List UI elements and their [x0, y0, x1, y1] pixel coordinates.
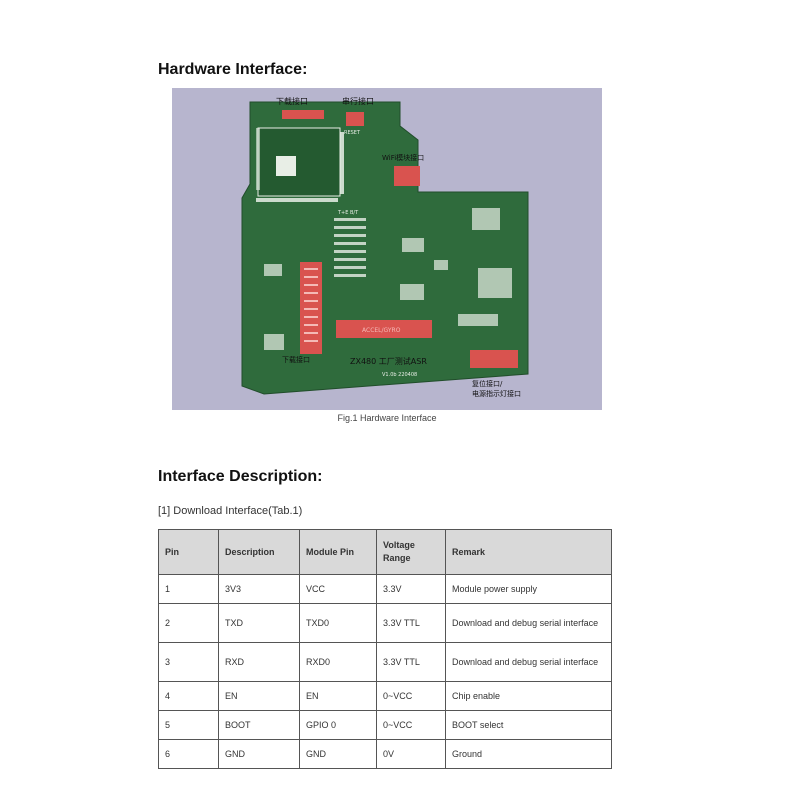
label-download-port: 下载接口: [276, 96, 308, 106]
cell-remark: Ground: [445, 739, 612, 769]
module-chip: [276, 156, 296, 176]
bottom-right-connector: [470, 350, 518, 368]
pin-header-grid: [334, 218, 366, 277]
download-interface-table: Pin Description Module Pin Voltage Range…: [158, 529, 612, 769]
cell-voltage: 0~VCC: [376, 681, 446, 711]
figure-caption: Fig.1 Hardware Interface: [337, 413, 437, 423]
cell-voltage: 3.3V: [376, 574, 446, 604]
label-board-name: ZX480 工厂测试ASR: [350, 356, 427, 366]
cell-voltage: 3.3V TTL: [376, 603, 446, 643]
cell-pin: 5: [158, 710, 219, 740]
cell-voltage: 0~VCC: [376, 710, 446, 740]
cell-pin: 3: [158, 642, 219, 682]
table-row: 6 GND GND 0V Ground: [158, 739, 612, 769]
horizontal-connector: [336, 320, 432, 338]
header-remark: Remark: [445, 529, 612, 575]
cell-pin: 2: [158, 603, 219, 643]
cell-description: GND: [218, 739, 300, 769]
cell-remark: Download and debug serial interface: [445, 642, 612, 682]
table-row: 5 BOOT GPIO 0 0~VCC BOOT select: [158, 710, 612, 740]
header-description: Description: [218, 529, 300, 575]
cell-voltage: 0V: [376, 739, 446, 769]
table-row: 2 TXD TXD0 3.3V TTL Download and debug s…: [158, 603, 612, 643]
cell-module-pin: EN: [299, 681, 377, 711]
header-voltage-range: Voltage Range: [376, 529, 446, 575]
table-title: [1] Download Interface(Tab.1): [158, 505, 303, 517]
cell-remark: Chip enable: [445, 681, 612, 711]
label-reset: RESET: [344, 130, 361, 136]
cell-remark: Module power supply: [445, 574, 612, 604]
cell-module-pin: RXD0: [299, 642, 377, 682]
header-pin: Pin: [158, 529, 219, 575]
label-connector: ACCEL/GYRO: [362, 327, 401, 334]
cell-module-pin: VCC: [299, 574, 377, 604]
wifi-connector: [394, 166, 420, 186]
cell-remark: BOOT select: [445, 710, 612, 740]
section-heading-hardware: Hardware Interface:: [158, 61, 308, 78]
header-module-pin: Module Pin: [299, 529, 377, 575]
cell-description: BOOT: [218, 710, 300, 740]
pcb-board-image: 下载接口 串行接口 RESET WiFi模块接口 T+E B/T ACCEL/G…: [241, 96, 529, 398]
label-left-port: 下载接口: [282, 355, 310, 364]
table-row: 4 EN EN 0~VCC Chip enable: [158, 681, 612, 711]
cell-pin: 6: [158, 739, 219, 769]
table-row: 3 RXD RXD0 3.3V TTL Download and debug s…: [158, 642, 612, 682]
cell-description: RXD: [218, 642, 300, 682]
cell-description: 3V3: [218, 574, 300, 604]
cell-module-pin: TXD0: [299, 603, 377, 643]
cell-pin: 4: [158, 681, 219, 711]
cell-module-pin: GPIO 0: [299, 710, 377, 740]
cell-remark: Download and debug serial interface: [445, 603, 612, 643]
wifi-module: [257, 127, 341, 197]
smd-components: [264, 208, 512, 350]
reset-button: [346, 112, 364, 126]
label-serial-port: 串行接口: [342, 96, 374, 106]
label-header: T+E B/T: [337, 210, 359, 216]
cell-description: EN: [218, 681, 300, 711]
hardware-interface-figure: 下载接口 串行接口 RESET WiFi模块接口 T+E B/T ACCEL/G…: [172, 88, 602, 410]
module-pads: [256, 128, 344, 202]
cell-module-pin: GND: [299, 739, 377, 769]
cell-description: TXD: [218, 603, 300, 643]
label-bottom-right-2: 电源指示灯接口: [472, 389, 521, 398]
table-header-row: Pin Description Module Pin Voltage Range…: [158, 529, 612, 575]
vertical-connector-pins: [304, 268, 318, 342]
cell-pin: 1: [158, 574, 219, 604]
label-version: V1.0b 220408: [382, 372, 417, 378]
download-connector: [282, 110, 324, 119]
cell-voltage: 3.3V TTL: [376, 642, 446, 682]
label-wifi-port: WiFi模块接口: [382, 153, 424, 162]
section-heading-description: Interface Description:: [158, 468, 323, 485]
table-row: 1 3V3 VCC 3.3V Module power supply: [158, 574, 612, 604]
label-bottom-right-1: 复位接口/: [472, 379, 503, 388]
